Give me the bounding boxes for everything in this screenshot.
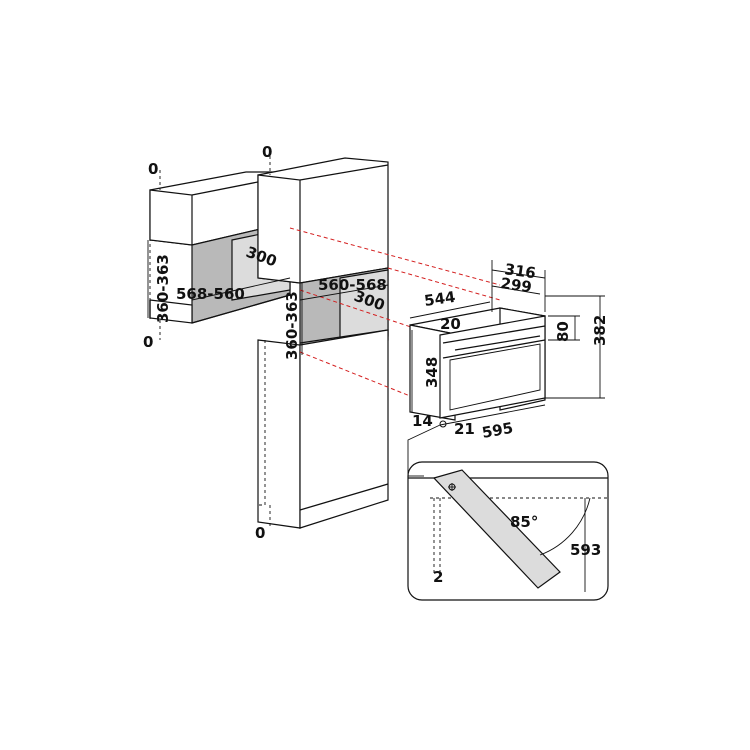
oven-width-label: 595 (481, 419, 515, 442)
door-gap-label: 2 (433, 568, 443, 586)
tall-niche-height-label: 360-363 (283, 291, 301, 360)
oven-depth-body-label: 299 (499, 274, 533, 296)
wall-top-gap-label: 0 (148, 160, 158, 178)
tall-niche-width-label: 560-568 (318, 276, 387, 294)
oven-body-height-label: 348 (423, 357, 441, 388)
oven-frame-left-label: 14 (412, 412, 433, 430)
oven-frame-top-label: 20 (440, 315, 461, 333)
oven (409, 307, 546, 421)
oven-depth-total-label: 316 (503, 260, 537, 282)
oven-frame-bottom-label: 21 (454, 420, 475, 438)
tall-bottom-gap-label: 0 (255, 524, 265, 542)
door-reach-label: 593 (570, 541, 601, 559)
oven-total-height-label: 382 (591, 315, 609, 346)
wall-bottom-gap-label: 0 (143, 333, 153, 351)
dimension-lines (147, 240, 605, 426)
wall-niche-height-label: 360-363 (154, 254, 172, 323)
oven-width-body-label: 544 (423, 288, 457, 310)
door-angle-label: 85° (510, 513, 538, 531)
oven-panel-height-label: 80 (554, 321, 572, 342)
wall-niche-width-label: 568-560 (176, 285, 245, 303)
dimension-labels: 0 0 360-363 568-560 300 0 560-568 300 36… (143, 143, 609, 586)
door-inset (407, 420, 609, 601)
tall-top-gap-label: 0 (262, 143, 272, 161)
tall-cabinet (257, 150, 389, 529)
